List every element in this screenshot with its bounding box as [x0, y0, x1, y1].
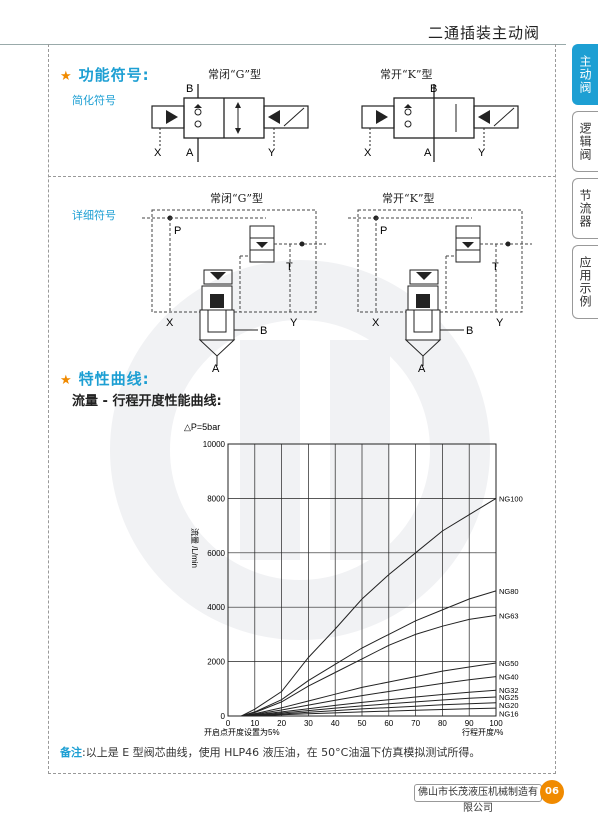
tab-application-examples[interactable]: 应用示例 [572, 245, 598, 319]
port-b-label: B [186, 83, 193, 95]
x-tick-label: 100 [489, 719, 503, 728]
x-tick-label: 50 [358, 719, 367, 728]
x-tick-label: 10 [250, 719, 259, 728]
port-b-label: B [466, 325, 473, 337]
series-line-ng20 [241, 702, 497, 717]
g-type-label-detailed: 常闭“G”型 [210, 192, 264, 205]
x-tick-label: 0 [226, 719, 231, 728]
y-tick-label: 4000 [207, 603, 225, 612]
port-y-label: Y [290, 317, 298, 329]
star-icon: ★ [60, 69, 73, 84]
y-tick-label: 6000 [207, 549, 225, 558]
y-tick-label: 10000 [203, 440, 226, 449]
note-text: :以上是 E 型阀芯曲线，使用 HLP46 液压油，在 50°C油温下仿真模拟测… [82, 746, 481, 759]
simplified-symbol-label: 简化符号 [72, 94, 116, 107]
series-label-ng63: NG63 [499, 611, 519, 620]
k-type-label-detailed: 常开“K”型 [382, 192, 435, 205]
port-b-label: B [260, 325, 267, 337]
flow-curve-subtitle: 流量 - 行程开度性能曲线: [72, 394, 222, 409]
y-axis-label: 流量 /L/min [190, 528, 200, 568]
x-tick-label: 70 [411, 719, 420, 728]
series-line-ng63 [241, 614, 497, 717]
series-line-ng25 [241, 696, 497, 717]
star-icon: ★ [60, 373, 73, 388]
g-type-label-simplified: 常闭“G”型 [208, 68, 262, 81]
port-a-label: A [418, 363, 426, 372]
y-tick-label: 2000 [207, 658, 225, 667]
port-a-label: A [424, 147, 432, 159]
chart-title: △P=5bar [184, 422, 220, 432]
footer-company: 佛山市长茂液压机械制造有限公司 [414, 784, 542, 814]
port-b-label: B [430, 83, 437, 95]
y-tick-label: 0 [221, 712, 226, 721]
series-line-ng80 [241, 590, 497, 717]
y-tick-label: 8000 [207, 494, 225, 503]
flow-stroke-chart: △P=5bar 流量 /L/min 开启点开度设置为5% 行程开度/% 0 10 2… [184, 422, 523, 737]
simplified-symbol-g: B X A Y [151, 83, 309, 162]
series-line-ng50 [241, 662, 497, 717]
content-frame [48, 44, 556, 774]
port-x-label: X [166, 317, 174, 329]
series-line-ng32 [241, 689, 497, 717]
tab-throttle[interactable]: 节流器 [572, 178, 598, 239]
series-label-ng80: NG80 [499, 587, 519, 596]
series-label-ng100: NG100 [499, 494, 523, 503]
watermark-logo [110, 260, 490, 640]
x-tick-label: 60 [384, 719, 393, 728]
k-type-label-simplified: 常开“K”型 [380, 68, 433, 81]
port-y-label: Y [496, 317, 504, 329]
x-tick-label: 90 [465, 719, 474, 728]
tab-active-valve[interactable]: 主动阀 [572, 44, 598, 105]
series-line-ng16 [241, 707, 497, 717]
page-title: 二通插装主动阀 [427, 24, 540, 42]
series-line-ng100 [241, 497, 497, 717]
series-line-ng40 [241, 676, 497, 717]
port-y-label: Y [268, 147, 276, 159]
simplified-symbol-k: B X A Y [361, 83, 519, 162]
series-label-ng16: NG16 [499, 709, 519, 718]
port-x-label: X [372, 317, 380, 329]
function-symbol-heading: ★ 功能符号: [60, 64, 150, 85]
series-label-ng50: NG50 [499, 659, 519, 668]
port-t-label: T [286, 261, 293, 273]
port-t-label: T [492, 261, 499, 273]
port-a-label: A [212, 363, 220, 372]
header-rule [0, 44, 566, 45]
port-x-label: X [364, 147, 372, 159]
detailed-symbol-k: P T X Y B A [348, 209, 532, 372]
port-x-label: X [154, 147, 162, 159]
x-tick-label: 40 [331, 719, 340, 728]
series-label-ng20: NG20 [499, 701, 519, 710]
series-label-ng40: NG40 [499, 673, 519, 682]
page-number: 06 [540, 780, 564, 804]
series-label-ng32: NG32 [499, 686, 519, 695]
function-symbol-title: 功能符号: [78, 66, 150, 84]
tab-logic-valve[interactable]: 逻辑阀 [572, 111, 598, 172]
port-y-label: Y [478, 147, 486, 159]
port-a-label: A [186, 147, 194, 159]
characteristic-curve-heading: ★ 特性曲线: [60, 368, 150, 389]
x-tick-label: 20 [277, 719, 286, 728]
detailed-symbol-label: 详细符号 [72, 209, 116, 222]
x-axis-label: 行程开度/% [462, 727, 503, 737]
port-p-label: P [174, 225, 181, 237]
x-tick-label: 80 [438, 719, 447, 728]
section-divider [48, 176, 556, 177]
series-label-ng25: NG25 [499, 693, 519, 702]
x-start-label: 开启点开度设置为5% [204, 727, 280, 737]
note: 备注:以上是 E 型阀芯曲线，使用 HLP46 液压油，在 50°C油温下仿真模… [60, 744, 480, 760]
detailed-symbol-g: P T X Y B A [142, 209, 326, 372]
note-key: 备注 [60, 746, 82, 759]
characteristic-curve-title: 特性曲线: [78, 370, 150, 388]
x-tick-label: 30 [304, 719, 313, 728]
side-tabs: 主动阀 逻辑阀 节流器 应用示例 [570, 44, 600, 325]
port-p-label: P [380, 225, 387, 237]
